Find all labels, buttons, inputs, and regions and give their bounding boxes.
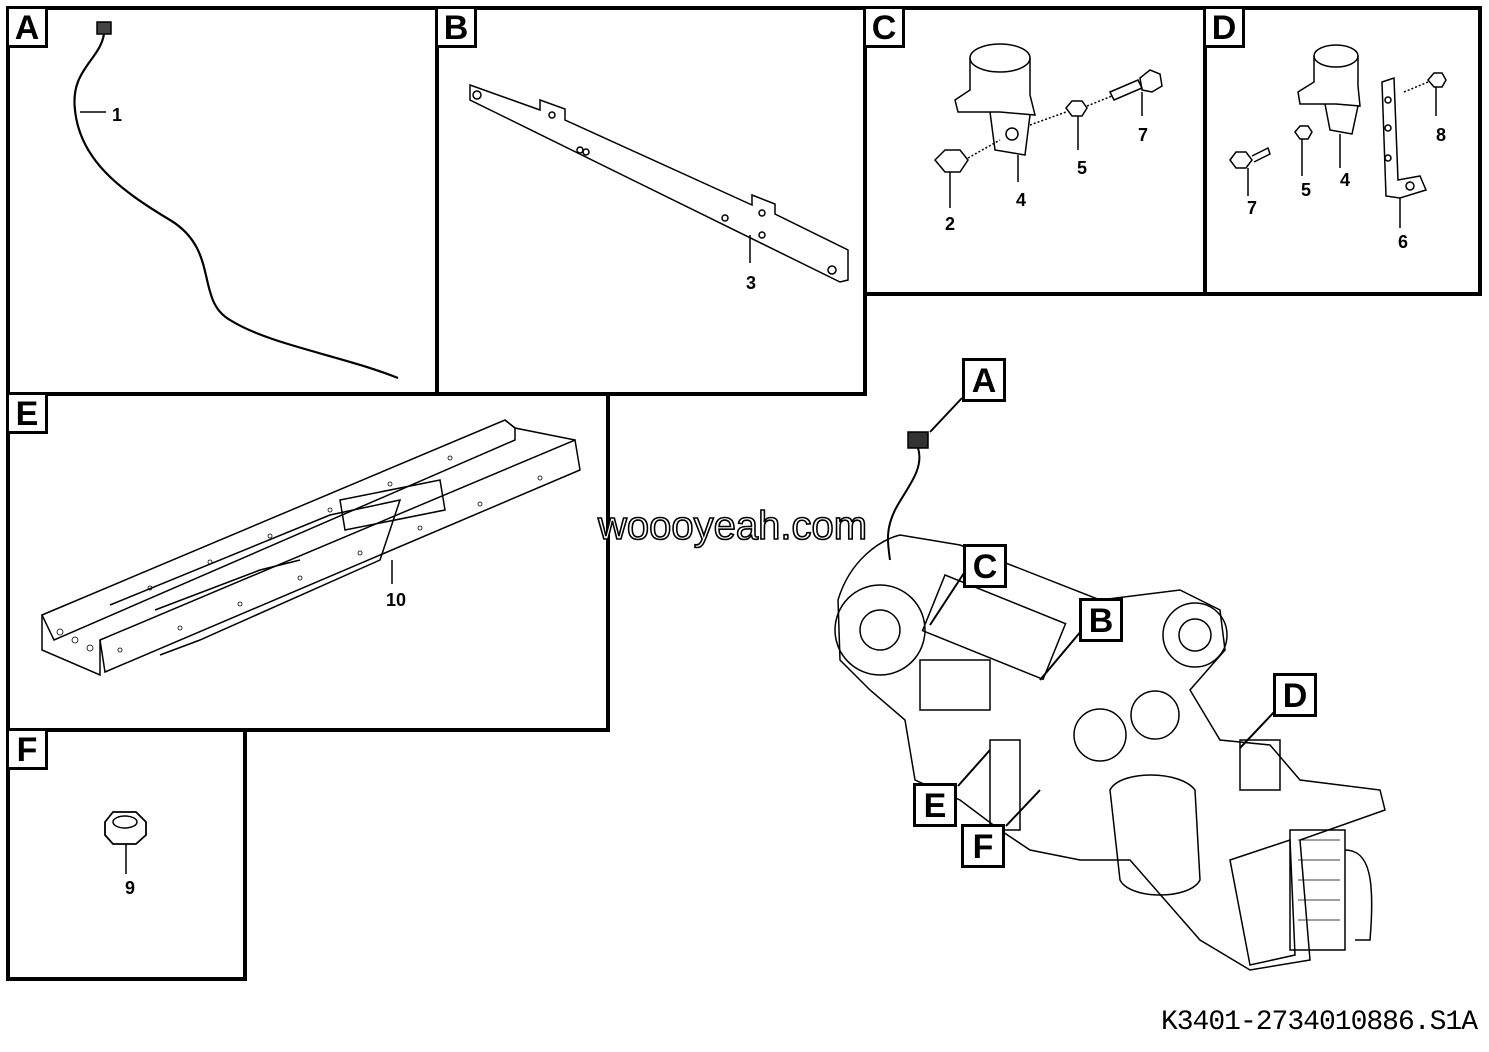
part-number-6: 6 — [1398, 232, 1409, 252]
callout-e: E — [913, 783, 957, 827]
clamp-assembly-c-drawing — [933, 43, 1163, 208]
callout-f: F — [961, 824, 1005, 868]
panel-d: D 7 5 4 8 6 — [1203, 6, 1482, 296]
part-number-5: 5 — [1077, 158, 1088, 178]
part-number-4: 4 — [1340, 170, 1351, 190]
panel-e: E 10 — [6, 392, 610, 732]
callout-a: A — [962, 358, 1006, 402]
callout-d: D — [1273, 673, 1317, 717]
part-number-2: 2 — [945, 214, 956, 234]
chassis-frame-drawing — [40, 419, 581, 677]
engine-assembly-drawing — [834, 431, 1386, 971]
panel-b-label: B — [435, 6, 477, 48]
clamp-assembly-d-drawing — [1229, 44, 1447, 228]
part-number-5: 5 — [1301, 180, 1312, 200]
part-number-7: 7 — [1247, 198, 1258, 218]
part-number-8: 8 — [1436, 125, 1447, 145]
document-id: K3401-2734010886.S1A — [1160, 1007, 1478, 1038]
panel-e-label: E — [6, 392, 48, 434]
callout-c: C — [963, 544, 1007, 588]
part-number-7: 7 — [1138, 125, 1149, 145]
panel-b: B 3 — [435, 6, 867, 396]
nut-drawing — [104, 811, 147, 874]
panel-c: C 2 4 5 7 — [863, 6, 1207, 296]
part-number-10: 10 — [386, 590, 407, 610]
panel-f-label: F — [6, 728, 48, 770]
callout-leaders — [929, 397, 1277, 827]
panel-a-label: A — [6, 6, 48, 48]
part-number-4: 4 — [1016, 190, 1027, 210]
watermark: woooyeah.com — [597, 503, 868, 549]
panel-c-label: C — [863, 6, 905, 48]
panel-a: A 1 — [6, 6, 439, 396]
part-number-1: 1 — [112, 105, 123, 125]
part-number-3: 3 — [746, 273, 757, 293]
bracket-plate-drawing — [469, 83, 849, 283]
part-number-9: 9 — [125, 878, 136, 898]
panel-d-label: D — [1203, 6, 1245, 48]
cable-drawing — [73, 21, 399, 380]
callout-b: B — [1079, 598, 1123, 642]
